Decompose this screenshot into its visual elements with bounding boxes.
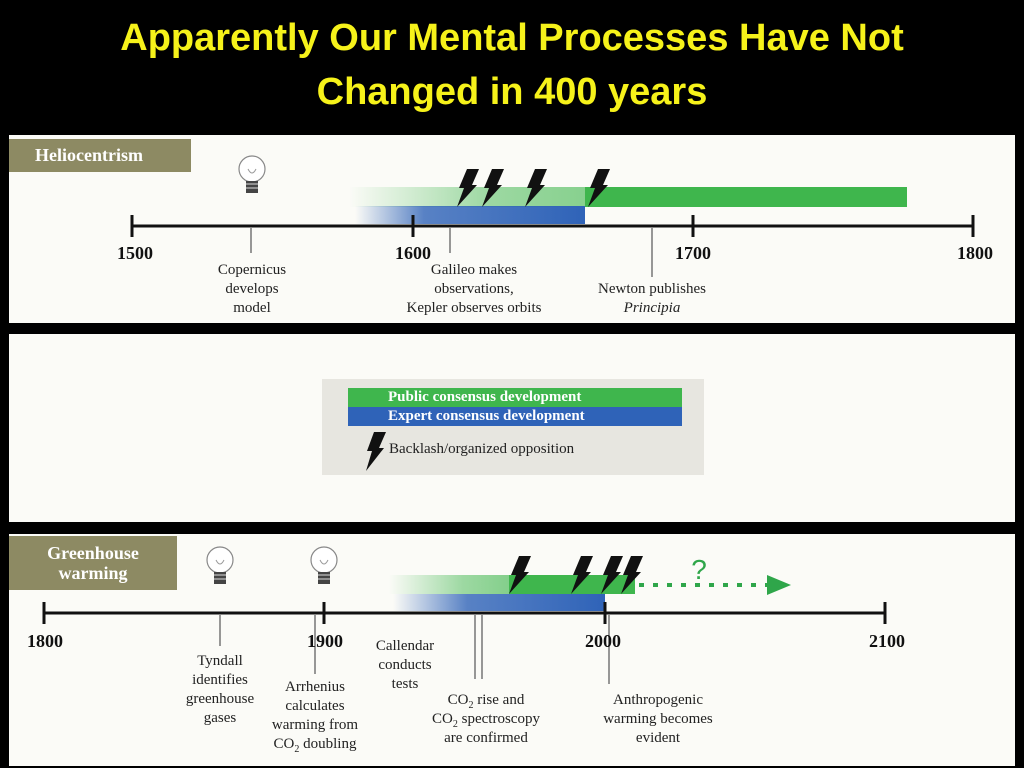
co2-b-sub: 2 xyxy=(453,719,458,730)
co2-label-3: are confirmed xyxy=(444,730,528,746)
lightning-bolt-icon xyxy=(601,556,623,594)
arrhenius-co2-end: doubling xyxy=(299,736,357,752)
public-consensus-bar-solid xyxy=(509,575,635,594)
lightning-bolt-icon xyxy=(509,556,531,594)
newton-label-2: Principia xyxy=(623,300,681,316)
legend-public-label: Public consensus development xyxy=(388,389,582,405)
tyndall-label-1: Tyndall xyxy=(197,653,243,669)
year-label-1800: 1800 xyxy=(957,243,993,263)
tyndall-label-3: greenhouse xyxy=(186,691,255,707)
legend-backlash-label: Backlash/organized opposition xyxy=(389,441,575,457)
lightbulb-icon xyxy=(206,546,234,584)
year-label-2000: 2000 xyxy=(585,631,621,651)
expert-consensus-bar xyxy=(355,206,585,224)
co2-a-end: rise and xyxy=(474,692,525,708)
year-label-1700: 1700 xyxy=(675,243,711,263)
legend-public-consensus: Public consensus development xyxy=(348,388,682,407)
greenhouse-panel: Greenhouse warming ? xyxy=(9,534,1015,766)
legend-box: Public consensus development Expert cons… xyxy=(322,379,704,475)
tyndall-label-4: gases xyxy=(204,710,237,726)
lightning-bolt-icon xyxy=(457,169,479,207)
heliocentrism-panel: Heliocentrism xyxy=(9,135,1015,323)
arrhenius-label-1: Arrhenius xyxy=(285,679,345,695)
co2-label-2: CO2 spectroscopy xyxy=(432,711,540,730)
greenhouse-timeline: ? 1800 xyxy=(27,546,905,755)
expert-consensus-bar xyxy=(393,594,605,611)
co2-a-sub: 2 xyxy=(469,700,474,711)
callendar-label-1: Callendar xyxy=(376,638,434,654)
anthropogenic-label-3: evident xyxy=(636,730,681,746)
lightbulb-icon xyxy=(238,155,266,193)
legend-panel: Public consensus development Expert cons… xyxy=(9,334,1015,522)
galileo-label-2: observations, xyxy=(434,281,514,297)
year-label-1500: 1500 xyxy=(117,243,153,263)
future-question-mark: ? xyxy=(691,554,707,585)
lightning-bolt-icon xyxy=(571,556,593,594)
heliocentrism-header: Heliocentrism xyxy=(9,139,191,172)
anthropogenic-label-1: Anthropogenic xyxy=(613,692,703,708)
legend-expert-label: Expert consensus development xyxy=(388,408,585,424)
year-label-1600: 1600 xyxy=(395,243,431,263)
callendar-label-2: conducts xyxy=(378,657,431,673)
slide-title-line-1: Apparently Our Mental Processes Have Not xyxy=(120,17,904,59)
title-bar: Apparently Our Mental Processes Have Not… xyxy=(0,0,1024,128)
arrhenius-co2: CO xyxy=(274,736,295,752)
lightning-bolt-icon xyxy=(621,556,643,594)
galileo-label-1: Galileo makes xyxy=(431,262,517,278)
anthropogenic-label-2: warming becomes xyxy=(603,711,713,727)
co2-b-end: spectroscopy xyxy=(458,711,541,727)
co2-label-1: CO2 rise and xyxy=(448,692,525,711)
co2-a: CO xyxy=(448,692,469,708)
slide-title-line-2: Changed in 400 years xyxy=(316,71,708,113)
year-label-2100: 2100 xyxy=(869,631,905,651)
arrhenius-label-2: calculates xyxy=(285,698,344,714)
year-label-1900: 1900 xyxy=(307,631,343,651)
greenhouse-header: Greenhouse warming xyxy=(9,536,177,590)
greenhouse-header-line-1: Greenhouse xyxy=(47,543,139,563)
heliocentrism-header-label: Heliocentrism xyxy=(35,145,143,165)
copernicus-label-3: model xyxy=(233,300,271,316)
arrhenius-label-4: CO2 doubling xyxy=(274,736,357,755)
lightning-bolt-icon xyxy=(482,169,504,207)
galileo-label-3: Kepler observes orbits xyxy=(407,300,542,316)
arrhenius-label-3: warming from xyxy=(272,717,359,733)
copernicus-label-2: develops xyxy=(225,281,278,297)
arrow-head-icon xyxy=(767,575,791,595)
tyndall-label-2: identifies xyxy=(192,672,248,688)
lightning-bolt-icon xyxy=(525,169,547,207)
lightning-bolt-icon xyxy=(588,169,610,207)
lightning-bolt-icon xyxy=(366,432,386,471)
year-label-1800: 1800 xyxy=(27,631,63,651)
heliocentrism-timeline: 1500 1600 1700 1800 Copernicus develops … xyxy=(117,155,993,316)
greenhouse-header-line-2: warming xyxy=(58,563,128,583)
co2-b: CO xyxy=(432,711,453,727)
lightbulb-icon xyxy=(310,546,338,584)
public-consensus-bar-solid xyxy=(585,187,907,207)
arrhenius-co2-sub: 2 xyxy=(294,744,299,755)
callendar-label-3: tests xyxy=(392,676,419,692)
legend-expert-consensus: Expert consensus development xyxy=(348,407,682,426)
newton-label-1: Newton publishes xyxy=(598,281,706,297)
copernicus-label-1: Copernicus xyxy=(218,262,286,278)
